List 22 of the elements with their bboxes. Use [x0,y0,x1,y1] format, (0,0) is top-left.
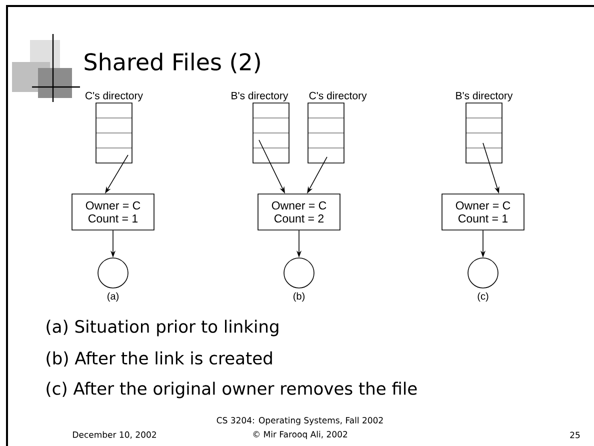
caption-line: (b) After the link is created [46,351,272,367]
i-node-box: Owner = C Count = 1 [72,194,154,230]
footer-text: © Mir Farooq Ali, 2002 [253,430,348,440]
footer-text: CS 3204: Operating Systems, Fall 2002 [216,416,383,426]
directory-table: B's directory [232,92,290,164]
slide-title: Shared Files (2) [84,52,260,74]
file-circle [98,258,128,288]
caption-line: (c) After the original owner removes the file [46,382,417,398]
directory-table: C's directory [308,92,367,164]
node-label: C's directory [86,92,143,102]
footer-text: December 10, 2002 [73,431,156,439]
directory-table: B's directory [456,92,513,164]
node-label: B's directory [456,92,513,102]
file-circle [284,258,314,288]
i-node-box: Owner = C Count = 1 [442,194,524,230]
caption-line: (a) Situation prior to linking [46,320,278,336]
directory-table: C's directory [86,92,143,164]
i-node-box: Owner = C Count = 2 [258,194,340,230]
page-number: 25 [570,432,580,438]
file-circle [468,258,498,288]
node-label: C's directory [309,92,367,102]
node-label: B's directory [232,92,288,102]
